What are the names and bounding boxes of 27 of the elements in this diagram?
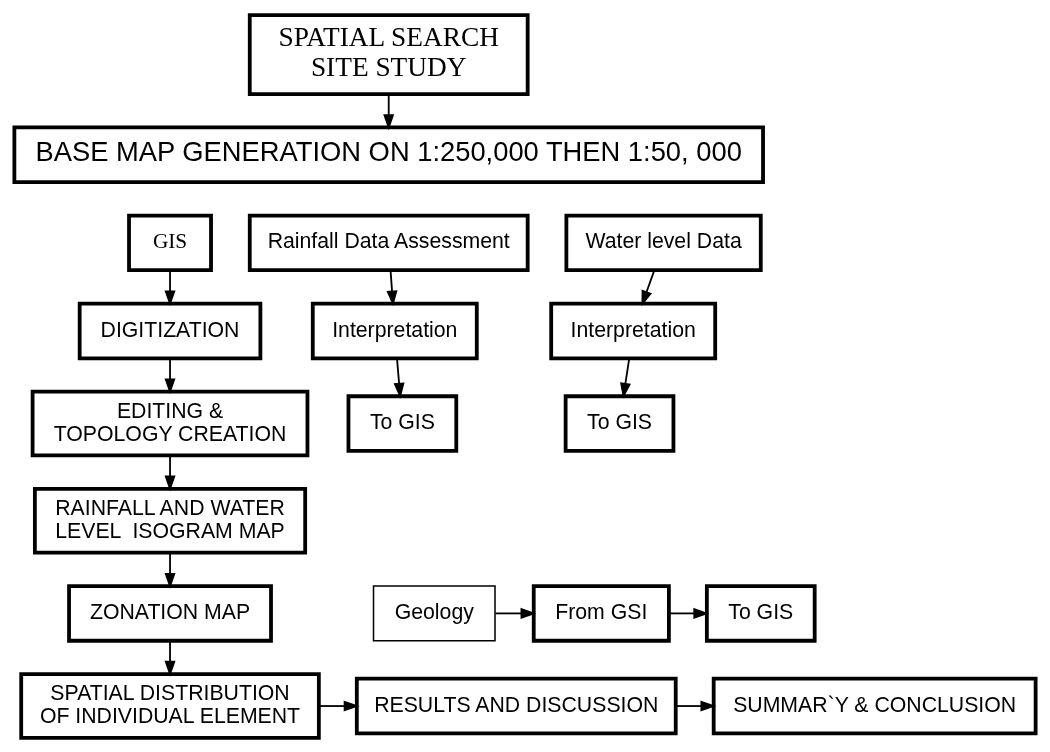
arrow (494, 607, 537, 619)
node-box: RESULTS AND DISCUSSION (354, 676, 678, 735)
node-box: To GIS (563, 393, 676, 453)
node-box: Geology (372, 584, 496, 641)
arrow (164, 639, 176, 677)
node-box: RAINFALL AND WATER LEVEL ISOGRAM MAP (32, 486, 308, 555)
node-box: DIGITIZATION (77, 301, 263, 360)
node-box: EDITING & TOPOLOGY CREATION (30, 389, 310, 457)
arrow (383, 93, 395, 130)
arrow (668, 607, 710, 619)
node-box: SUMMAR`Y & CONCLUSION (711, 676, 1038, 735)
arrow (674, 700, 717, 712)
arrow (164, 551, 176, 589)
node-box: To GIS (704, 583, 817, 643)
node-box: SPATIAL DISTRIBUTION OF INDIVIDUAL ELEMENT (19, 671, 321, 740)
node-box: Interpretation (310, 301, 479, 360)
arrow (164, 454, 176, 491)
node-box: GIS (127, 213, 213, 272)
node-box: ZONATION MAP (67, 583, 273, 643)
node-box: To GIS (346, 393, 459, 453)
node-box: Rainfall Data Assessment (247, 213, 530, 272)
node-box: From GSI (531, 583, 671, 643)
node-box: Water level Data (564, 213, 763, 272)
arrow (318, 700, 360, 712)
node-box: BASE MAP GENERATION ON 1:250,000 THEN 1:50, 000 (12, 125, 765, 184)
node-box: SPATIAL SEARCH SITE STUDY (247, 12, 530, 96)
node-box: Interpretation (549, 301, 718, 360)
